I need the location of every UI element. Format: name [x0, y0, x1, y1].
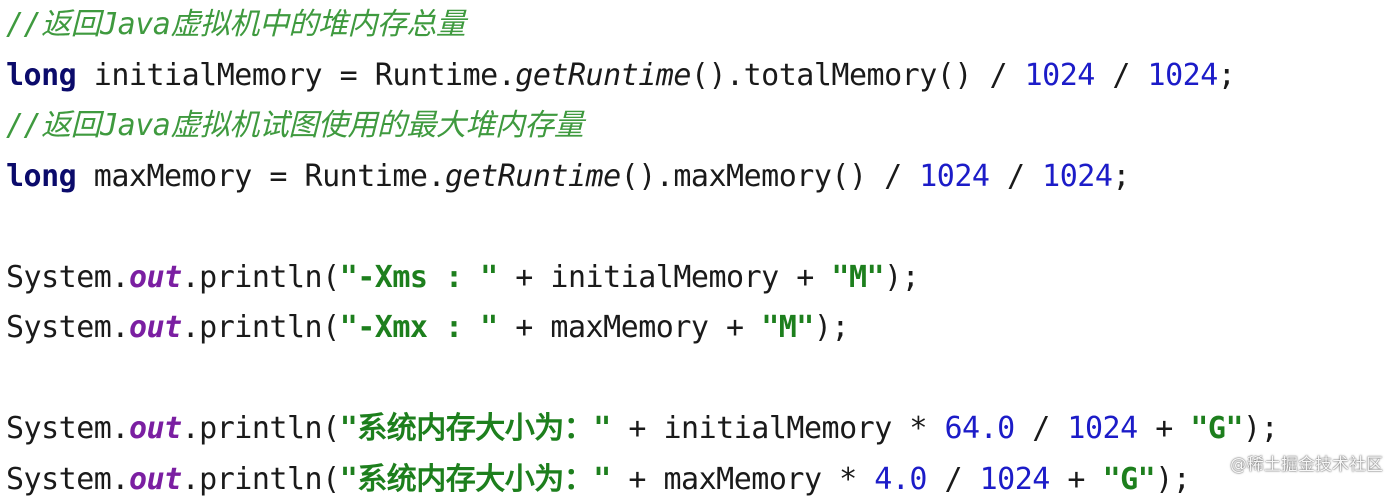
code-text: + initialMemory + [497, 259, 832, 295]
code-line-8-blank [0, 354, 1397, 405]
semicolon: ; [1112, 158, 1130, 194]
code-text: ().totalMemory() / [690, 57, 1025, 93]
code-text: + maxMemory * [610, 461, 875, 497]
operator: / [1014, 411, 1068, 446]
code-text: maxMemory = Runtime. [76, 158, 446, 194]
number-literal: 1024 [979, 461, 1051, 497]
static-field: out [128, 310, 182, 345]
code-text: System. [6, 259, 129, 295]
operator: / [1094, 57, 1148, 93]
code-text: .println( [181, 461, 341, 497]
operator: + [1137, 411, 1191, 446]
code-text: ); [884, 259, 920, 295]
number-literal: 1024 [919, 158, 990, 194]
string-literal: "系统内存大小为：" [339, 411, 612, 446]
comment: //返回Java虚拟机试图使用的最大堆内存量 [6, 108, 584, 143]
code-text: ); [1243, 411, 1279, 446]
code-text: + initialMemory * [610, 411, 945, 446]
number-literal: 1024 [1024, 57, 1096, 93]
string-literal: "系统内存大小为：" [339, 461, 612, 497]
keyword: long [6, 57, 77, 93]
watermark: @稀土掘金技术社区 [1230, 454, 1383, 475]
code-text: .println( [181, 411, 341, 446]
number-literal: 1024 [1042, 158, 1113, 194]
static-field: out [128, 461, 182, 497]
string-literal: "G" [1190, 411, 1244, 446]
code-text: .println( [181, 310, 341, 345]
number-literal: 1024 [1067, 411, 1138, 446]
operator: + [1049, 461, 1103, 497]
keyword: long [6, 158, 77, 194]
code-text: .println( [181, 259, 341, 295]
code-line-4: long maxMemory = Runtime.getRuntime().ma… [0, 152, 1397, 203]
string-literal: "G" [1102, 461, 1156, 497]
method-call: getRuntime [515, 57, 691, 93]
code-text: initialMemory = Runtime. [76, 57, 516, 93]
code-line-10: System.out.println("系统内存大小为：" + maxMemor… [0, 455, 1397, 498]
code-line-2: long initialMemory = Runtime.getRuntime(… [0, 51, 1397, 102]
static-field: out [128, 411, 182, 446]
string-literal: "-Xmx : " [339, 310, 499, 345]
code-line-5-blank [0, 202, 1397, 253]
string-literal: "-Xms : " [339, 259, 499, 295]
code-text: ().maxMemory() / [620, 158, 920, 194]
code-text: ); [1155, 461, 1191, 497]
code-text: System. [6, 411, 129, 446]
method-call: getRuntime [445, 158, 621, 194]
number-literal: 64.0 [944, 411, 1015, 446]
semicolon: ; [1217, 57, 1236, 93]
static-field: out [128, 259, 182, 295]
number-literal: 4.0 [874, 461, 927, 497]
string-literal: "M" [761, 310, 814, 345]
operator: / [926, 461, 980, 497]
code-text: ); [813, 310, 850, 345]
code-text: + maxMemory + [497, 310, 762, 345]
code-text: System. [6, 461, 129, 497]
code-line-6: System.out.println("-Xms : " + initialMe… [0, 253, 1397, 304]
code-line-9: System.out.println("系统内存大小为：" + initialM… [0, 404, 1397, 455]
comment: //返回Java虚拟机中的堆内存总量 [6, 7, 466, 42]
operator: / [989, 158, 1043, 194]
code-line-1: //返回Java虚拟机中的堆内存总量 [0, 0, 1397, 51]
number-literal: 1024 [1147, 57, 1219, 93]
code-line-3: //返回Java虚拟机试图使用的最大堆内存量 [0, 101, 1397, 152]
code-text: System. [6, 310, 129, 345]
string-literal: "M" [831, 259, 885, 295]
code-line-7: System.out.println("-Xmx : " + maxMemory… [0, 303, 1397, 354]
